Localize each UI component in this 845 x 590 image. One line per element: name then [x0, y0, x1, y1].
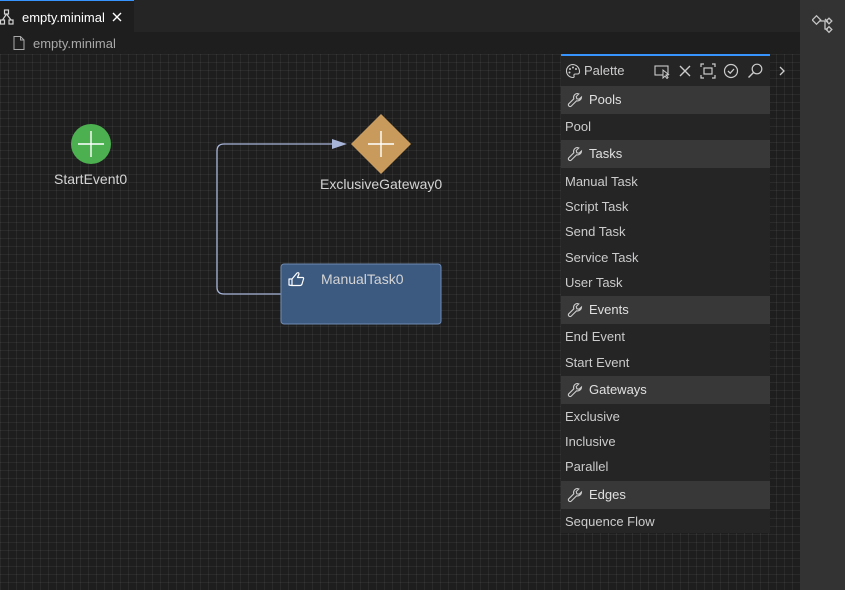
palette-item-start-event[interactable]: Start Event — [565, 355, 630, 370]
palette-icon — [565, 63, 581, 79]
task-label: ManualTask0 — [321, 271, 404, 287]
marquee-tool-icon[interactable] — [700, 63, 716, 79]
palette-item-user-task[interactable]: User Task — [565, 275, 623, 290]
wrench-icon — [567, 302, 583, 318]
pointer-tool-icon[interactable] — [654, 63, 670, 79]
tool-palette: Palette Pools Pool Tasks Manual Task Scr — [561, 54, 770, 533]
palette-item-parallel[interactable]: Parallel — [565, 459, 609, 474]
wrench-icon — [567, 92, 583, 108]
editor-tab-bar: empty.minimal — [0, 0, 800, 32]
palette-item-end-event[interactable]: End Event — [565, 329, 625, 344]
manual-task-node[interactable] — [280, 263, 442, 325]
gateway-label: ExclusiveGateway0 — [320, 176, 443, 192]
palette-title: Palette — [584, 63, 625, 78]
wrench-icon — [567, 487, 583, 503]
diagram-file-icon — [0, 9, 14, 25]
exclusive-gateway-node[interactable] — [351, 114, 411, 174]
diagram-svg — [71, 114, 442, 325]
section-label: Tasks — [589, 146, 623, 161]
palette-item-exclusive[interactable]: Exclusive — [565, 409, 620, 424]
palette-item-manual-task[interactable]: Manual Task — [565, 174, 638, 189]
palette-item-sequence-flow[interactable]: Sequence Flow — [565, 514, 655, 529]
sequence-flow-edge[interactable] — [216, 143, 334, 295]
section-label: Edges — [589, 487, 626, 502]
palette-section-pools[interactable]: Pools — [561, 86, 770, 114]
breadcrumb-file[interactable]: empty.minimal — [33, 36, 116, 51]
delete-tool-icon[interactable] — [677, 63, 693, 79]
palette-header: Palette — [561, 56, 770, 86]
palette-item-service-task[interactable]: Service Task — [565, 250, 639, 265]
hand-icon — [288, 272, 305, 287]
edge-arrowhead — [332, 139, 347, 149]
breadcrumb: empty.minimal — [0, 32, 800, 54]
validate-icon[interactable] — [723, 63, 739, 79]
close-icon[interactable] — [111, 11, 123, 23]
palette-section-tasks[interactable]: Tasks — [561, 140, 770, 168]
search-icon[interactable] — [747, 63, 763, 79]
palette-item-send-task[interactable]: Send Task — [565, 224, 626, 239]
palette-section-events[interactable]: Events — [561, 296, 770, 324]
palette-item-pool[interactable]: Pool — [565, 119, 592, 134]
layout-tools-icon[interactable] — [812, 13, 834, 35]
section-label: Gateways — [589, 382, 647, 397]
palette-item-inclusive[interactable]: Inclusive — [565, 434, 616, 449]
chevron-right-icon[interactable] — [776, 64, 788, 78]
editor-tab[interactable]: empty.minimal — [0, 0, 134, 32]
wrench-icon — [567, 146, 583, 162]
start-event-label: StartEvent0 — [54, 171, 128, 187]
palette-item-script-task[interactable]: Script Task — [565, 199, 629, 214]
palette-section-edges[interactable]: Edges — [561, 481, 770, 509]
palette-section-gateways[interactable]: Gateways — [561, 376, 770, 404]
start-event-node[interactable] — [71, 124, 111, 164]
file-icon — [13, 36, 25, 50]
tab-label: empty.minimal — [22, 10, 105, 25]
activity-bar — [800, 0, 845, 590]
wrench-icon — [567, 382, 583, 398]
section-label: Pools — [589, 92, 622, 107]
section-label: Events — [589, 302, 629, 317]
